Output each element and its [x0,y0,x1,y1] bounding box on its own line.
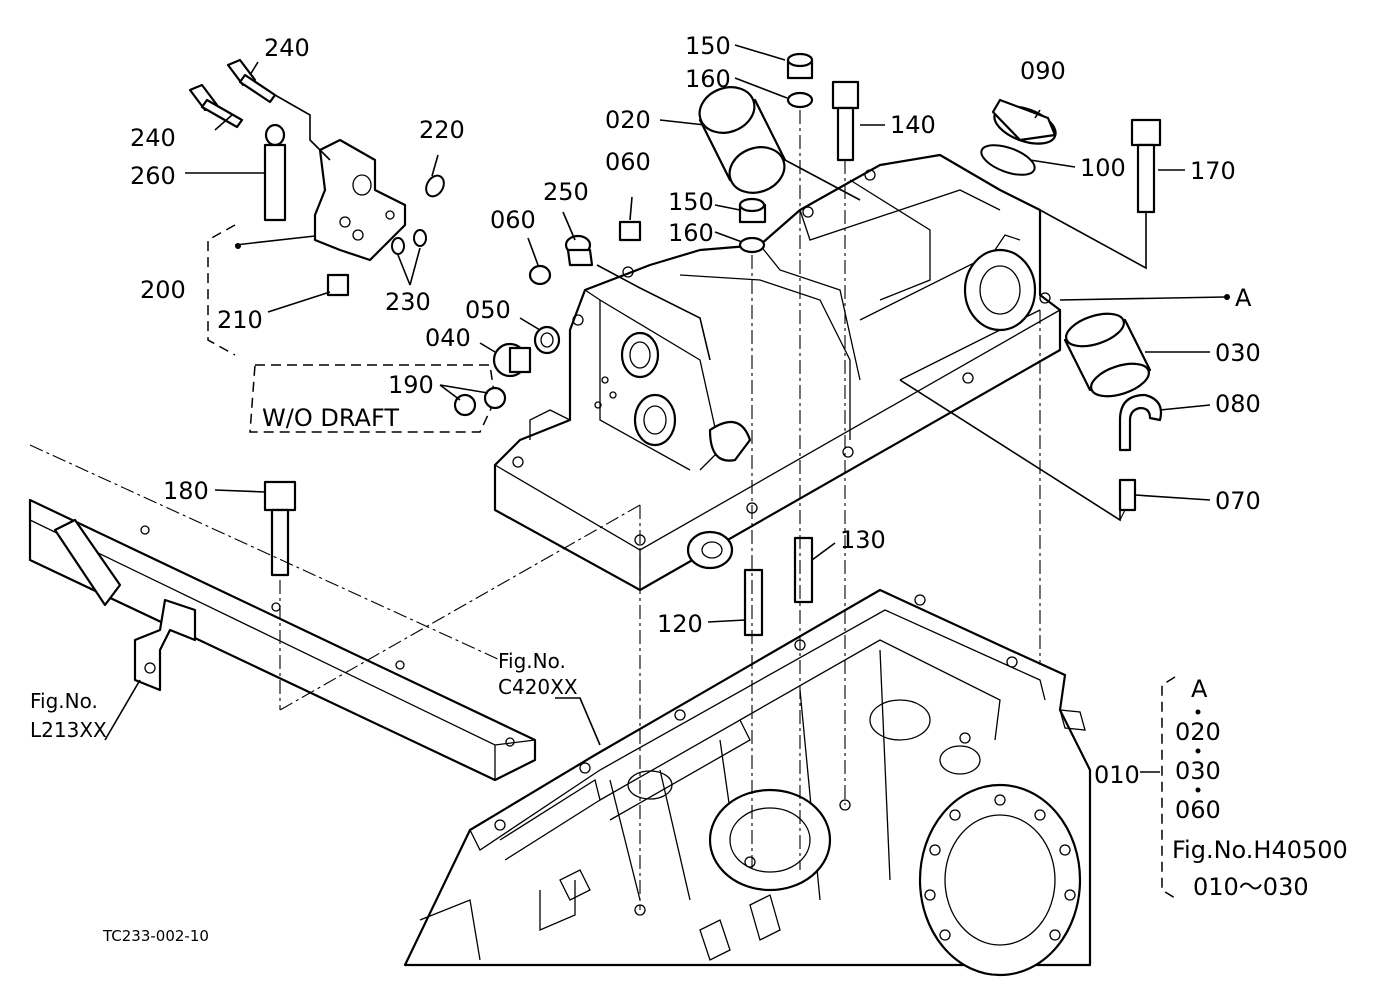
label-230: 230 [385,288,431,316]
group-200-bracket [207,224,236,356]
kit-header: A [1191,675,1208,703]
label-220: 220 [419,116,465,144]
oring-100 [980,144,1036,176]
label-190: 190 [388,371,434,399]
plug-190b [483,386,507,410]
bolt-circle [924,794,1076,941]
kit-dot-3 [1195,787,1201,793]
kit-ref-line1: Fig.No.H40500 [1172,836,1348,864]
plug-060a [528,264,552,286]
kit-dot-2 [1195,748,1201,754]
label-A: A [1235,284,1252,312]
label-030: 030 [1215,339,1261,367]
label-050: 050 [465,296,511,324]
label-150-lower: 150 [668,188,714,216]
leader-lines [104,44,1226,773]
nut-150-lower [738,197,767,224]
oring-230b [413,229,427,247]
nut-150-upper [786,52,814,80]
drawing-code: TC233-002-10 [102,927,209,945]
label-250: 250 [543,178,589,206]
lever-bracket [313,138,407,297]
kit-bracket [1161,676,1176,899]
label-120: 120 [657,610,703,638]
wo-draft-label: W/O DRAFT [262,404,399,432]
label-020: 020 [605,106,651,134]
stud-120 [743,568,764,637]
washer-050 [533,325,561,355]
kit-legend: 010 A 020 030 060 Fig.No.H40500 010～030 [1094,675,1348,901]
bolt-170 [1130,118,1162,214]
leader-dot-200 [235,243,241,249]
washer-160-upper [786,91,814,109]
label-260: 260 [130,162,176,190]
fig-l213-line1: Fig.No. [30,689,98,713]
pipe-080 [1118,393,1163,452]
bushing-020 [698,86,787,194]
bushing-030 [1063,312,1152,398]
pin-260 [263,123,287,222]
kit-item-1: 020 [1175,718,1221,746]
label-140: 140 [890,111,936,139]
hydraulic-housing [493,153,1062,592]
cap-090 [991,98,1057,145]
label-160-lower: 160 [668,219,714,247]
label-070: 070 [1215,487,1261,515]
fig-ref-l213: Fig.No. L213XX [30,689,107,742]
nipple-070 [1118,478,1137,512]
plug-060b [618,220,642,242]
oring-230a [391,237,405,255]
fig-c420-line1: Fig.No. [498,649,566,673]
label-180: 180 [163,477,209,505]
label-130: 130 [840,526,886,554]
kit-item-3: 060 [1175,796,1221,824]
alignment-lines [29,110,1126,910]
wo-draft-box: W/O DRAFT [249,364,496,433]
fig-c420-line2: C420XX [498,675,578,699]
kit-item-2: 030 [1175,757,1221,785]
label-160-upper: 160 [685,65,731,93]
part-labels: 240 240 260 220 200 210 230 250 060 060 … [130,32,1261,638]
hitch-frame [28,498,537,782]
label-200: 200 [140,276,186,304]
label-090: 090 [1020,57,1066,85]
washer-160-lower [738,236,766,254]
label-240-lower: 240 [130,124,176,152]
plug-250 [564,234,594,267]
oring-220 [425,174,445,198]
label-060-lower: 060 [490,206,536,234]
bolt-180 [263,480,297,577]
label-100: 100 [1080,154,1126,182]
kit-dot-1 [1195,709,1201,715]
stud-130 [793,536,814,604]
kit-ref-line2: 010～030 [1193,873,1309,901]
fig-ref-c420: Fig.No. C420XX [498,649,578,699]
fig-l213-line2: L213XX [30,718,107,742]
label-040: 040 [425,324,471,352]
label-060-upper: 060 [605,148,651,176]
plug-040 [492,342,532,378]
bolt-240-lower [188,83,244,129]
bolt-140 [831,80,860,162]
transmission-case [403,588,1092,977]
label-080: 080 [1215,390,1261,418]
leader-dot-A [1224,294,1230,300]
bolt-240-upper [226,58,277,104]
label-210: 210 [217,306,263,334]
label-170: 170 [1190,157,1236,185]
label-150-upper: 150 [685,32,731,60]
label-010: 010 [1094,761,1140,789]
label-240-upper: 240 [264,34,310,62]
